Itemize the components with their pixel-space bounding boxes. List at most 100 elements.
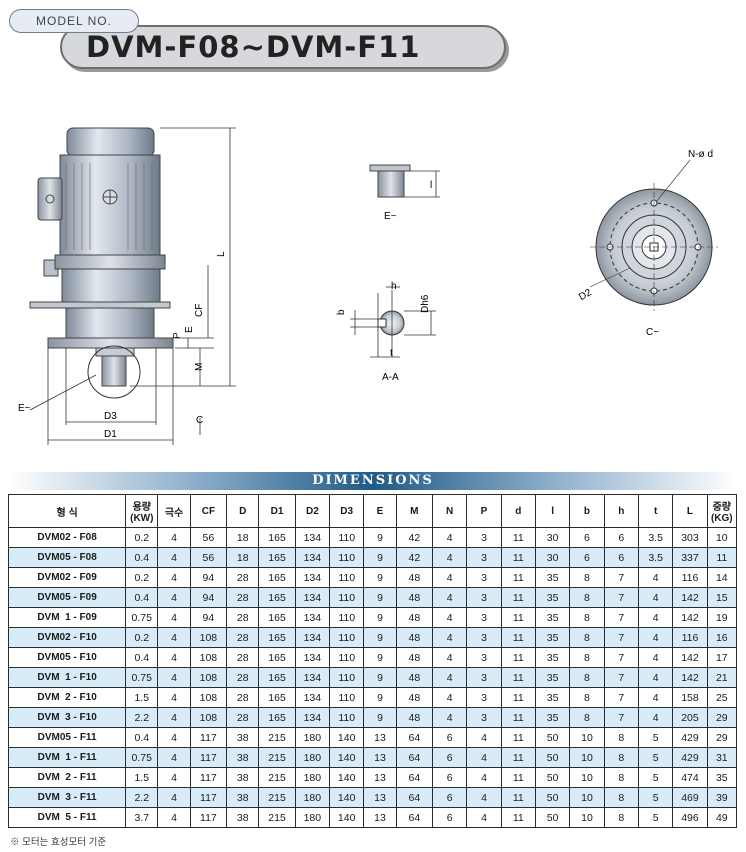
table-cell: 158 xyxy=(672,687,708,708)
table-cell: 4 xyxy=(637,587,674,608)
table-cell: 4 xyxy=(157,607,191,628)
table-cell: 48 xyxy=(395,687,434,708)
table-cell: 35 xyxy=(534,607,571,628)
table-cell: 28 xyxy=(226,607,260,628)
table-cell: 165 xyxy=(258,567,296,588)
table-cell: 11 xyxy=(500,567,536,588)
table-cell: 215 xyxy=(258,747,296,768)
table-cell: 337 xyxy=(672,547,708,568)
table-cell: 1.5 xyxy=(125,767,159,788)
table-cell: 10 xyxy=(706,527,738,548)
table-cell: 4 xyxy=(157,587,191,608)
table-cell: 21 xyxy=(706,667,738,688)
table-cell: 9 xyxy=(363,567,397,588)
table-cell: 28 xyxy=(226,707,260,728)
label-D2: D2 xyxy=(577,287,594,303)
table-cell: 19 xyxy=(706,607,738,628)
table-cell: 42 xyxy=(395,547,434,568)
table-cell: 6 xyxy=(603,547,639,568)
table-cell: 94 xyxy=(189,607,228,628)
table-cell: 110 xyxy=(329,647,365,668)
table-cell: 4 xyxy=(157,747,191,768)
column-header: b xyxy=(569,494,605,528)
table-cell: 28 xyxy=(226,687,260,708)
table-cell: 28 xyxy=(226,647,260,668)
table-cell: 134 xyxy=(294,607,331,628)
table-cell: 94 xyxy=(189,567,228,588)
table-cell: 29 xyxy=(706,727,738,748)
table-cell: 4 xyxy=(637,567,674,588)
table-cell: 13 xyxy=(363,807,397,828)
column-header: P xyxy=(466,494,502,528)
table-cell: 42 xyxy=(395,527,434,548)
table-cell: 35 xyxy=(534,707,571,728)
table-cell: 30 xyxy=(534,547,571,568)
table-cell: 4 xyxy=(157,807,191,828)
table-cell: 10 xyxy=(569,787,605,808)
model-cell: DVM 1 - F10 xyxy=(7,667,127,688)
table-cell: 140 xyxy=(329,807,365,828)
table-cell: 108 xyxy=(189,707,228,728)
table-cell: 8 xyxy=(569,607,605,628)
table-cell: 180 xyxy=(294,787,331,808)
table-cell: 4 xyxy=(431,647,468,668)
label-E-small: E~ xyxy=(384,211,397,222)
table-cell: 10 xyxy=(569,727,605,748)
table-cell: 8 xyxy=(603,727,639,748)
table-cell: 4 xyxy=(157,767,191,788)
table-cell: 50 xyxy=(534,747,571,768)
label-P: P xyxy=(172,332,183,339)
table-cell: 25 xyxy=(706,687,738,708)
table-cell: 134 xyxy=(294,667,331,688)
table-cell: 0.2 xyxy=(125,627,159,648)
column-header: D2 xyxy=(294,494,331,528)
table-cell: 215 xyxy=(258,787,296,808)
table-cell: 429 xyxy=(672,727,708,748)
table-cell: 0.75 xyxy=(125,607,159,628)
table-cell: 0.4 xyxy=(125,587,159,608)
table-cell: 9 xyxy=(363,687,397,708)
table-cell: 4 xyxy=(466,767,502,788)
table-cell: 48 xyxy=(395,667,434,688)
table-cell: 469 xyxy=(672,787,708,808)
table-cell: 31 xyxy=(706,747,738,768)
table-cell: 10 xyxy=(569,747,605,768)
table-cell: 48 xyxy=(395,627,434,648)
table-cell: 215 xyxy=(258,727,296,748)
label-AA: A-A xyxy=(382,372,399,383)
table-cell: 6 xyxy=(431,787,468,808)
label-D1: D1 xyxy=(104,429,117,440)
table-cell: 3 xyxy=(466,647,502,668)
table-cell: 35 xyxy=(534,627,571,648)
table-cell: 13 xyxy=(363,727,397,748)
column-header: t xyxy=(637,494,674,528)
table-cell: 11 xyxy=(500,587,536,608)
table-cell: 7 xyxy=(603,607,639,628)
table-cell: 13 xyxy=(363,767,397,788)
table-cell: 108 xyxy=(189,647,228,668)
table-cell: 4 xyxy=(637,687,674,708)
table-cell: 8 xyxy=(603,807,639,828)
table-cell: 134 xyxy=(294,547,331,568)
table-cell: 140 xyxy=(329,727,365,748)
table-cell: 4 xyxy=(637,607,674,628)
table-cell: 4 xyxy=(157,527,191,548)
table-cell: 6 xyxy=(603,527,639,548)
table-cell: 134 xyxy=(294,627,331,648)
table-cell: 11 xyxy=(500,707,536,728)
table-cell: 10 xyxy=(569,767,605,788)
table-cell: 28 xyxy=(226,587,260,608)
label-E: E xyxy=(184,326,195,333)
output-shaft xyxy=(101,355,127,387)
table-cell: 4 xyxy=(157,667,191,688)
table-cell: 110 xyxy=(329,587,365,608)
table-cell: 205 xyxy=(672,707,708,728)
table-cell: 11 xyxy=(500,607,536,628)
table-cell: 0.4 xyxy=(125,647,159,668)
table-cell: 7 xyxy=(603,587,639,608)
table-cell: 134 xyxy=(294,527,331,548)
table-cell: 35 xyxy=(534,687,571,708)
